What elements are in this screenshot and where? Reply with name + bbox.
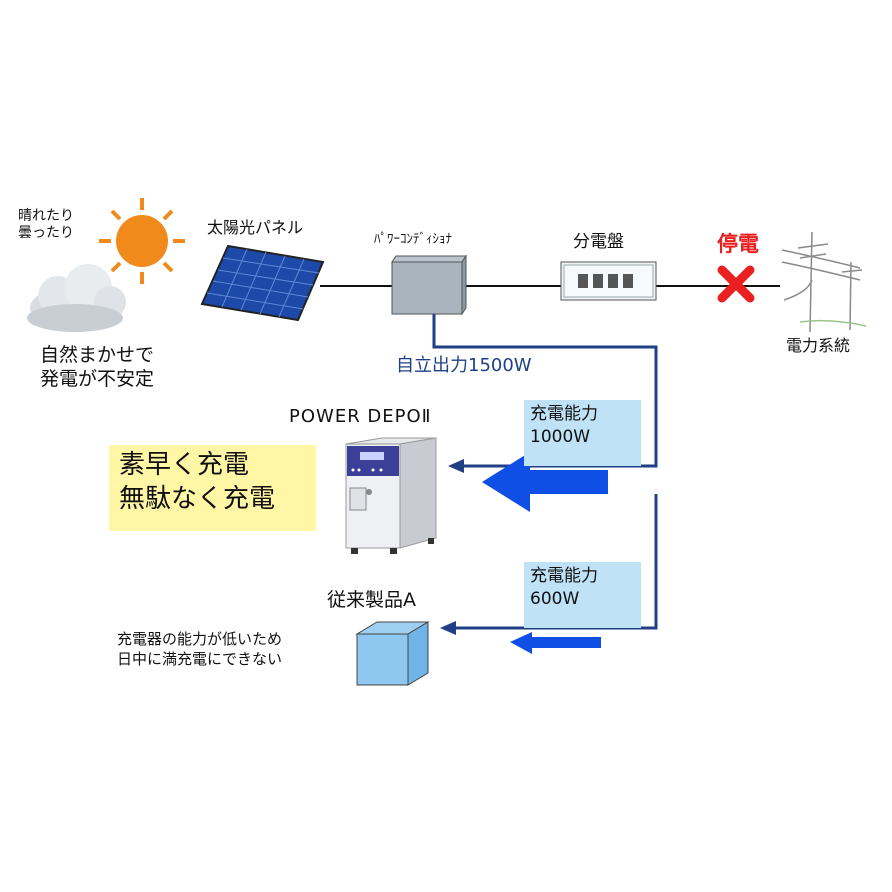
charge-capacity-main: 充電能力 1000W <box>524 400 641 466</box>
highlight-line-2: 無駄なく充電 <box>119 483 276 514</box>
autonomous-output-label: 自立出力1500W <box>396 355 532 376</box>
distribution-board-icon <box>560 261 657 301</box>
solar-panel-icon <box>200 244 325 322</box>
conventional-note-line-1: 充電器の能力が低いため <box>117 630 283 648</box>
utility-pole-icon <box>781 231 867 333</box>
sun-icon <box>99 198 185 284</box>
conventional-note: 充電器の能力が低いため 日中に満充電にできない <box>117 629 282 670</box>
power-grid-label: 電力系統 <box>786 336 851 355</box>
charge-conv-line-1: 充電能力 <box>530 566 598 586</box>
conventional-product-box-icon <box>355 621 430 686</box>
arrowhead-conventional <box>440 621 456 635</box>
solar-panel-label: 太陽光パネル <box>207 218 304 237</box>
weather-note-line-1: 自然まかせで <box>40 344 155 366</box>
charge-main-line-2: 1000W <box>530 426 591 447</box>
outage-label: 停電 <box>717 232 759 256</box>
outage-x-icon <box>717 265 755 303</box>
highlight-callout: 素早く充電 無駄なく充電 <box>109 445 316 531</box>
charge-arrow-main <box>482 452 608 512</box>
conventional-note-line-2: 日中に満充電にできない <box>117 650 283 669</box>
power-depo-name: POWER DEPOⅡ <box>289 406 432 427</box>
highlight-line-1: 素早く充電 <box>119 450 250 480</box>
charge-capacity-conventional: 充電能力 600W <box>524 562 641 628</box>
arrowhead-main <box>448 459 464 473</box>
charge-wiring <box>432 314 658 630</box>
conventional-product-name: 従来製品A <box>327 589 416 611</box>
charge-main-line-1: 充電能力 <box>530 404 598 424</box>
cloud-icon <box>27 264 126 332</box>
weather-note: 自然まかせで 発電が不安定 <box>40 344 154 392</box>
charge-arrow-conventional <box>510 632 601 654</box>
weather-label: 晴れたり 曇ったり <box>18 208 74 242</box>
charge-conv-line-2: 600W <box>530 588 580 609</box>
power-conditioner-icon <box>391 254 467 316</box>
weather-line-1: 晴れたり <box>18 208 74 224</box>
weather-line-2: 曇ったり <box>18 224 74 241</box>
power-conditioner-label: ﾊﾟﾜｰｺﾝﾃﾞｨｼｮﾅ <box>374 232 452 247</box>
weather-note-line-2: 発電が不安定 <box>40 367 155 390</box>
distribution-board-label: 分電盤 <box>573 232 624 252</box>
power-depo-unit-icon <box>345 437 437 554</box>
